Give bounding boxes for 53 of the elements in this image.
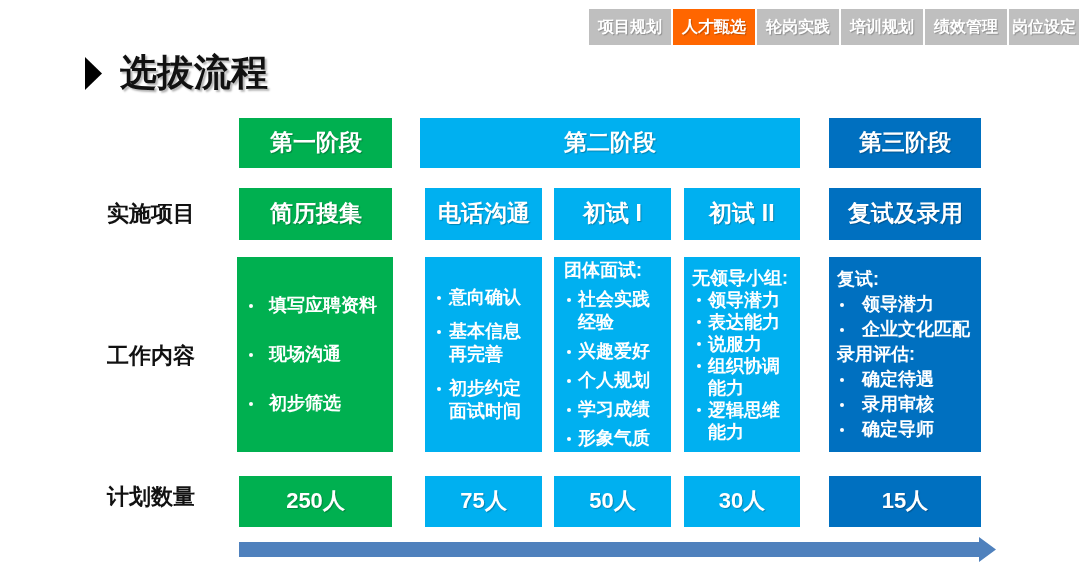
nav-tab: 培训规划 xyxy=(841,9,923,45)
step-box: 复试及录用 xyxy=(829,188,981,240)
list-item: 说服力 xyxy=(708,332,762,355)
list-item: 初步约定面试时间 xyxy=(449,377,522,423)
list-item: 领导潜力 xyxy=(862,293,934,316)
list-item: 填写应聘资料 xyxy=(269,294,377,317)
list-item: 现场沟通 xyxy=(269,343,341,366)
list-item: 个人规划 xyxy=(578,369,650,392)
count-box: 250人 xyxy=(239,476,392,527)
row-label: 实施项目 xyxy=(107,203,195,225)
count-box: 75人 xyxy=(425,476,542,527)
list-item: 确定导师 xyxy=(862,418,934,441)
content-card xyxy=(237,257,393,452)
list-item: 意向确认 xyxy=(449,286,521,309)
list-heading: 团体面试: xyxy=(564,259,643,282)
nav-tab: 岗位设定 xyxy=(1009,9,1079,45)
list-heading: 录用评估: xyxy=(837,343,916,366)
list-item: 兴趣爱好 xyxy=(578,340,650,363)
list-item: 逻辑思维能力 xyxy=(708,398,781,443)
list-item: 初步筛选 xyxy=(269,392,341,415)
stage-header: 第一阶段 xyxy=(239,118,392,168)
list-item: 领导潜力 xyxy=(708,288,780,311)
list-heading: 复试: xyxy=(837,268,880,291)
count-box: 30人 xyxy=(684,476,800,527)
list-item: 形象气质 xyxy=(578,427,650,450)
list-item: 企业文化匹配 xyxy=(862,318,970,341)
list-item: 录用审核 xyxy=(862,393,934,416)
list-item: 确定待遇 xyxy=(862,368,934,391)
stage-header: 第三阶段 xyxy=(829,118,981,168)
nav-tab: 绩效管理 xyxy=(925,9,1007,45)
stage-header: 第二阶段 xyxy=(420,118,800,168)
nav-tab: 项目规划 xyxy=(589,9,671,45)
step-box: 初试 II xyxy=(684,188,800,240)
step-box: 初试 I xyxy=(554,188,671,240)
step-box: 简历搜集 xyxy=(239,188,392,240)
content-card xyxy=(425,257,542,452)
content-card xyxy=(829,257,981,452)
row-label: 工作内容 xyxy=(107,345,195,367)
content-card xyxy=(554,257,671,452)
step-box: 电话沟通 xyxy=(425,188,542,240)
page-title: 选拔流程 xyxy=(120,53,268,93)
count-box: 50人 xyxy=(554,476,671,527)
list-item: 学习成绩 xyxy=(578,398,650,421)
row-label: 计划数量 xyxy=(107,486,195,508)
list-item: 社会实践经验 xyxy=(578,288,651,334)
nav-tab: 轮岗实践 xyxy=(757,9,839,45)
list-heading: 无领导小组: xyxy=(692,266,789,289)
list-item: 表达能力 xyxy=(708,310,780,333)
list-item: 基本信息再完善 xyxy=(449,320,522,366)
list-item: 组织协调能力 xyxy=(708,354,781,399)
content-card xyxy=(684,257,800,452)
selected-nav-tab: 人才甄选 xyxy=(673,9,755,45)
count-box: 15人 xyxy=(829,476,981,527)
